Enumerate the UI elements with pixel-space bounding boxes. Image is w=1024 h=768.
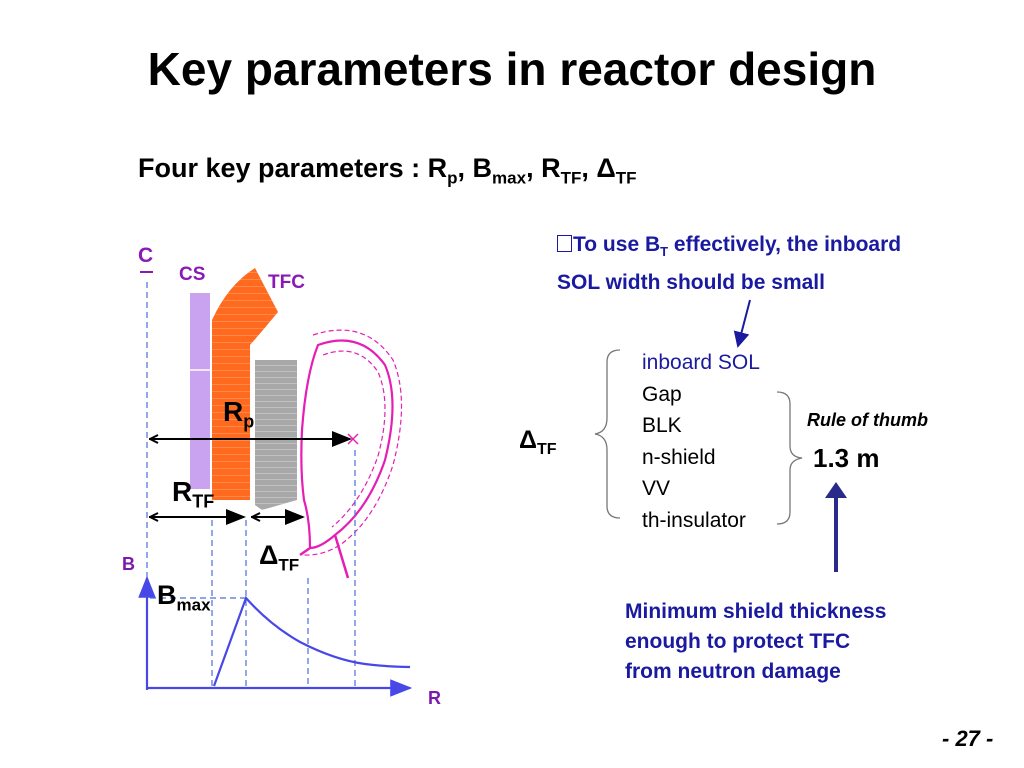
- list-item: inboard SOL: [642, 351, 760, 374]
- toroidal-field-coil: [212, 268, 278, 500]
- list-item: Gap: [642, 382, 682, 406]
- shield-layers-brace: [776, 391, 803, 525]
- r-axis-label: R: [428, 688, 441, 708]
- b-field-profile: [212, 595, 411, 687]
- note-pointer-arrow: [733, 299, 751, 348]
- b-axis-label: B: [122, 554, 135, 574]
- delta-tf-label: ΔTF: [259, 540, 300, 575]
- delta-tf-brace: [594, 349, 621, 519]
- min-shield-note: Minimum shield thickness enough to prote…: [625, 600, 887, 683]
- rule-of-thumb-label: Rule of thumb: [807, 410, 928, 430]
- slide-title: Key parameters in reactor design: [147, 43, 877, 95]
- page-number: - 27 -: [942, 726, 994, 751]
- list-item: th-insulator: [642, 508, 746, 532]
- key-parameters-heading: Four key parameters : Rp, Bmax, RTF, ΔTF: [138, 153, 637, 188]
- checkbox-bullet-icon: [557, 235, 572, 252]
- shield-blanket: [255, 360, 297, 510]
- central-solenoid: [190, 293, 210, 489]
- delta-tf-brace-label: ΔTF: [519, 426, 557, 458]
- divertor-leg: [333, 534, 350, 579]
- outer-plasma-offset: [303, 329, 403, 556]
- bmax-label: Bmax: [157, 580, 211, 615]
- inboard-layer-list: inboard SOL Gap BLK n-shield VV th-insul…: [642, 347, 760, 536]
- centerline-label: C: [138, 244, 154, 267]
- inner-plasma-offset: [322, 350, 386, 528]
- tfc-label: TFC: [268, 272, 305, 293]
- list-item: n-shield: [642, 445, 716, 469]
- list-item: VV: [642, 477, 671, 500]
- rp-label: Rp: [223, 396, 255, 432]
- rtf-label: RTF: [172, 476, 215, 512]
- list-item: BLK: [642, 414, 682, 437]
- rule-of-thumb-value: 1.3 m: [813, 443, 880, 473]
- plasma-boundary: [300, 339, 394, 550]
- cs-label: CS: [179, 264, 206, 285]
